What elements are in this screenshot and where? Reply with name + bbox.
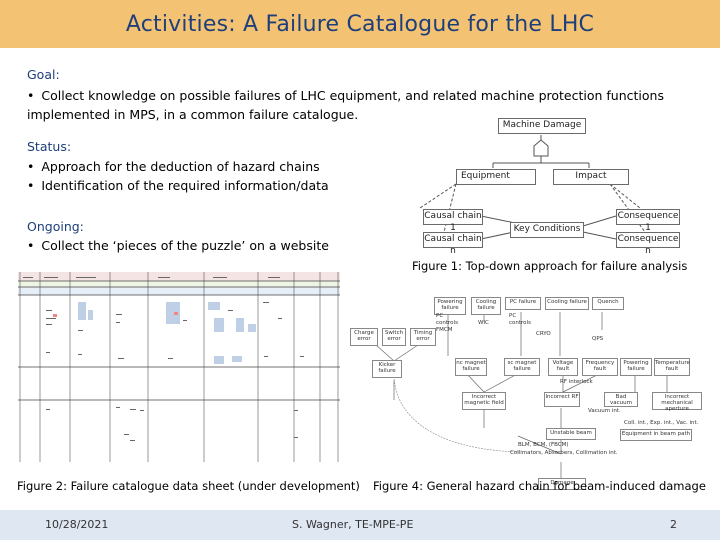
goal-heading: Goal: <box>27 67 60 82</box>
ongoing-item-1: Collect the ‘pieces of the puzzle’ on a … <box>27 237 329 254</box>
fig4-incorrect-rf: Incorrect RF <box>544 392 580 407</box>
fig4-pc-controls-fmcm: PC controls FMCM <box>436 313 458 333</box>
fig4-unstable-beam: Unstable beam <box>546 428 596 440</box>
figure4-caption: Figure 4: General hazard chain for beam-… <box>373 479 706 493</box>
footer-page-number: 2 <box>670 518 677 531</box>
fig1-equipment: Equipment <box>456 169 536 185</box>
status-item-1: Approach for the deduction of hazard cha… <box>27 158 319 175</box>
fig4-vacuum-int: Vacuum int. <box>588 408 621 414</box>
fig1-impact: Impact <box>553 169 629 185</box>
fig1-key-conditions: Key Conditions <box>510 222 584 238</box>
fig4-frequency-fault: Frequency fault <box>582 358 618 376</box>
footer-date: 10/28/2021 <box>45 518 109 531</box>
fig4-powering-failure-2: Powering failure <box>620 358 652 376</box>
title-bar: Activities: A Failure Catalogue for the … <box>0 0 720 48</box>
fig1-causal-chain-n: Causal chain n <box>423 232 483 256</box>
footer: 10/28/2021 S. Wagner, TE-MPE-PE 2 <box>0 510 720 540</box>
fig4-incorrect-magnetic-field: Incorrect magnetic field <box>462 392 506 410</box>
goal-bullet-line2: implemented in MPS, in a common failure … <box>27 107 359 122</box>
fig4-cryo: CRYO <box>536 331 551 337</box>
fig1-consequence-1: Consequence 1 <box>616 209 680 233</box>
fig4-bad-vacuum: Bad vacuum <box>604 392 638 407</box>
fig4-qps: QPS <box>592 336 604 342</box>
fig4-collimators: Collimators, Absorbers, Collimation int. <box>510 450 618 456</box>
fig4-charge-error: Charge error <box>350 328 378 346</box>
figure2-data-sheet <box>18 272 340 462</box>
fig4-cooling-failure: Cooling failure <box>471 297 501 315</box>
fig4-cooling-failure-2: Cooling failure <box>545 297 589 310</box>
fig4-temperature-fault: Temperature fault <box>654 358 690 376</box>
fig4-quench: Quench <box>592 297 624 310</box>
fig4-powering-failure: Powering failure <box>434 297 466 315</box>
fig4-pc-failure: PC failure <box>505 297 541 310</box>
fig4-sc-magnet-failure: sc magnet failure <box>504 358 540 376</box>
status-item-2: Identification of the required informati… <box>27 177 328 194</box>
fig4-coll-ext-int: Coll. int., Exp. int., Vac. int. <box>624 420 699 426</box>
figure2-caption: Figure 2: Failure catalogue data sheet (… <box>17 479 360 493</box>
fig4-damage: Damage <box>538 478 586 490</box>
status-heading: Status: <box>27 139 72 154</box>
page-title: Activities: A Failure Catalogue for the … <box>125 11 595 37</box>
fig1-causal-chain-1: Causal chain 1 <box>423 209 483 233</box>
fig4-voltage-fault: Voltage fault <box>548 358 578 376</box>
fig4-rf-interlock: RF interlock <box>560 379 593 385</box>
fig4-blm-bpm: BLM, BCM, (FBCM) <box>518 442 569 448</box>
fig1-consequence-n: Consequence n <box>616 232 680 256</box>
fig4-pc-controls: PC controls <box>509 313 531 326</box>
ongoing-heading: Ongoing: <box>27 219 84 234</box>
fig4-incorrect-mechanical-aperture: Incorrect mechanical aperture <box>652 392 702 412</box>
fig4-wic: WIC <box>478 320 489 326</box>
fig4-nc-magnet-failure: nc magnet failure <box>455 358 487 376</box>
figure2-spreadsheet-graphic <box>18 272 340 462</box>
fig4-kicker-failure: Kicker failure <box>372 360 402 378</box>
fig4-equipment-in-beampath: Equipment in beam path <box>620 429 692 441</box>
fig1-machine-damage: Machine Damage <box>498 118 586 134</box>
fig4-switch-error: Switch error <box>382 328 406 346</box>
footer-author: S. Wagner, TE-MPE-PE <box>292 518 414 531</box>
fig4-timing-error: Timing error <box>410 328 436 346</box>
goal-bullet-line1: Collect knowledge on possible failures o… <box>27 87 707 104</box>
figure1-caption: Figure 1: Top-down approach for failure … <box>412 259 688 273</box>
